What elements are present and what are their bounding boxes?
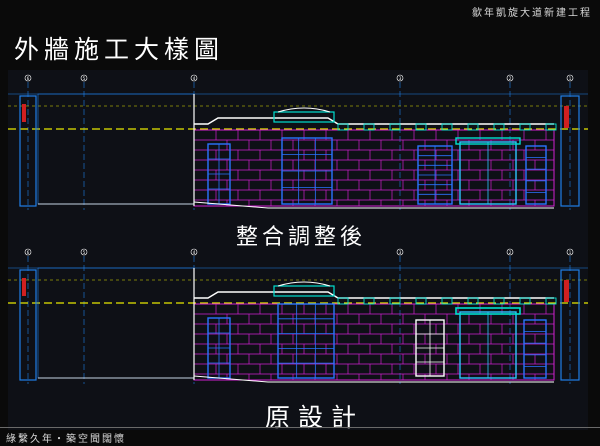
parapet-notch bbox=[337, 123, 349, 131]
parapet-notch bbox=[363, 123, 375, 131]
parapet-notch bbox=[493, 123, 505, 131]
ground-line bbox=[193, 375, 554, 383]
caption-adjusted: 整合調整後 bbox=[236, 225, 367, 250]
right-column bbox=[560, 269, 580, 381]
parapet-notch bbox=[545, 123, 557, 131]
grid-label: 3 bbox=[399, 250, 402, 255]
grid-label: 1 bbox=[569, 76, 572, 81]
grid-label: 6 bbox=[27, 76, 30, 81]
pediment bbox=[273, 111, 335, 123]
grid-bubble bbox=[24, 248, 32, 256]
grid-bubble bbox=[80, 248, 88, 256]
grid-label: 3 bbox=[399, 76, 402, 81]
pediment-arch bbox=[277, 281, 331, 287]
grid-bubble bbox=[396, 248, 404, 256]
parapet-notch bbox=[467, 297, 479, 305]
grid-bubble bbox=[506, 74, 514, 82]
right-column-mark bbox=[564, 106, 569, 128]
parapet-notch bbox=[389, 297, 401, 305]
parapet-notch bbox=[389, 123, 401, 131]
grid-bubble bbox=[24, 74, 32, 82]
left-column bbox=[19, 269, 37, 381]
caption-original: 原設計 bbox=[265, 403, 365, 432]
ground-line bbox=[193, 201, 554, 209]
cornice bbox=[194, 291, 554, 299]
elevation-adjusted: 6 5 4 3 2 1 bbox=[8, 74, 588, 210]
window bbox=[523, 319, 547, 379]
cad-drawing-panel: 6 5 4 3 2 1 6 5 4 3 2 1 bbox=[8, 70, 588, 430]
parapet-notch bbox=[415, 123, 427, 131]
footer-divider bbox=[0, 427, 600, 428]
elevation-original: 6 5 4 3 2 1 bbox=[8, 248, 588, 384]
elevation-drawings: 6 5 4 3 2 1 6 5 4 3 2 1 bbox=[8, 74, 588, 384]
parapet-notch bbox=[545, 297, 557, 305]
grid-label: 2 bbox=[509, 76, 512, 81]
grid-label: 1 bbox=[569, 250, 572, 255]
parapet-notch bbox=[441, 297, 453, 305]
door-canopy bbox=[455, 137, 521, 145]
grid-bubble bbox=[566, 248, 574, 256]
grid-bubble bbox=[190, 248, 198, 256]
right-column-mark bbox=[564, 280, 569, 302]
grid-label: 4 bbox=[193, 250, 196, 255]
left-column-mark bbox=[22, 278, 26, 296]
left-column-mark bbox=[22, 104, 26, 122]
parapet-notch bbox=[519, 123, 531, 131]
parapet-notch bbox=[415, 297, 427, 305]
parapet-notch bbox=[441, 123, 453, 131]
page-title: 外牆施工大樣圖 bbox=[14, 35, 225, 64]
pediment-arch bbox=[277, 107, 331, 113]
right-column bbox=[560, 95, 580, 207]
footer-text: 綠繫久年・築空聞闊懷 bbox=[6, 434, 126, 445]
grid-bubble bbox=[190, 74, 198, 82]
window bbox=[525, 145, 547, 205]
pediment bbox=[273, 285, 335, 297]
grid-bubble bbox=[80, 74, 88, 82]
grid-bubble bbox=[396, 74, 404, 82]
door-canopy bbox=[455, 307, 521, 315]
grid-bubble bbox=[566, 74, 574, 82]
grid-label: 5 bbox=[83, 76, 86, 81]
brick-wall bbox=[193, 303, 555, 381]
header-title: 歙年凱旋大道新建工程 bbox=[472, 8, 592, 19]
parapet-notch bbox=[363, 297, 375, 305]
grid-label: 6 bbox=[27, 250, 30, 255]
cornice bbox=[194, 117, 554, 125]
parapet-notch bbox=[519, 297, 531, 305]
parapet-notch bbox=[337, 297, 349, 305]
grid-label: 4 bbox=[193, 76, 196, 81]
blank-wall bbox=[37, 267, 195, 379]
grid-bubble bbox=[506, 248, 514, 256]
parapet-notch bbox=[467, 123, 479, 131]
grid-label: 2 bbox=[509, 250, 512, 255]
left-column bbox=[19, 95, 37, 207]
window bbox=[277, 303, 335, 379]
blank-wall bbox=[37, 93, 195, 205]
parapet-notch bbox=[493, 297, 505, 305]
grid-label: 5 bbox=[83, 250, 86, 255]
